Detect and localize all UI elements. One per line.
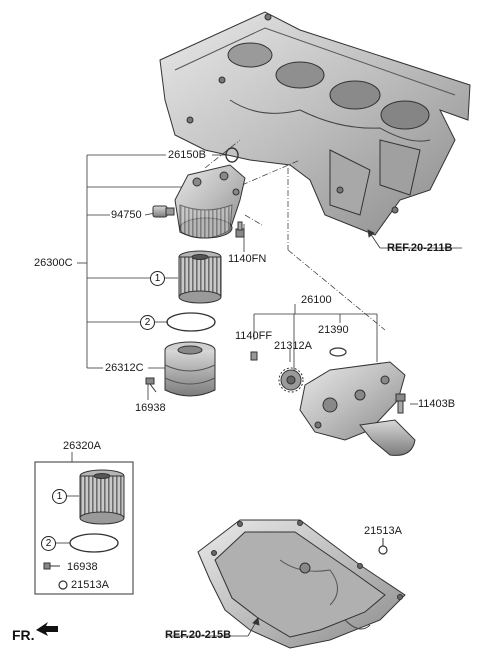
filter-kit-box [34,452,134,595]
label-1140FF[interactable]: 1140FF [235,330,273,342]
label-94750[interactable]: 94750 [111,209,142,221]
bolt-1140FN [235,221,245,238]
callout-2: 2 [140,315,155,330]
label-ref-20-211B[interactable]: REF.20-211B [387,242,453,254]
label-21312A[interactable]: 21312A [274,340,312,352]
leader-lines-pump [253,304,418,405]
gasket-21513A [378,538,388,555]
leader-lines-left [77,154,245,400]
callout-kit-1: 1 [52,489,67,504]
front-indicator-label: FR. [12,627,35,643]
oil-filter-housing [174,164,246,239]
label-26312C[interactable]: 26312C [105,362,144,374]
kit-filter-element [79,469,125,525]
reference-lines [204,139,386,331]
reference-arrows [166,229,462,637]
label-kit-21513A[interactable]: 21513A [71,579,109,591]
kit-gasket [58,580,68,590]
kit-drain-plug [43,562,60,570]
oil-filter-element [178,250,222,304]
oil-pump-sprocket [278,367,304,393]
label-1140FN[interactable]: 1140FN [228,253,267,265]
label-26300C[interactable]: 26300C [34,257,73,269]
label-26150B[interactable]: 26150B [168,149,206,161]
o-ring-filter [166,312,216,332]
pin-1140FF [250,351,258,361]
callout-kit-2: 2 [41,536,56,551]
drain-plug-16938 [145,377,157,393]
o-ring-21390 [329,347,347,357]
cylinder-block [159,11,471,236]
label-21513A[interactable]: 21513A [364,525,402,537]
label-21390[interactable]: 21390 [318,324,349,336]
label-26100[interactable]: 26100 [301,294,332,306]
label-ref-20-215B[interactable]: REF.20-215B [165,629,232,641]
oil-pressure-switch [152,205,175,218]
front-arrow-icon [36,622,58,636]
label-26320A[interactable]: 26320A [63,440,101,452]
label-11403B[interactable]: 11403B [418,398,456,410]
label-kit-16938[interactable]: 16938 [67,561,98,573]
oil-filter-cap [164,341,216,397]
o-ring-26150B [225,147,239,163]
oil-pan [197,519,406,649]
bolt-11403B [395,393,406,414]
kit-o-ring [69,533,119,553]
oil-pump-assembly [299,361,416,456]
label-16938[interactable]: 16938 [135,402,166,414]
callout-1: 1 [150,271,165,286]
